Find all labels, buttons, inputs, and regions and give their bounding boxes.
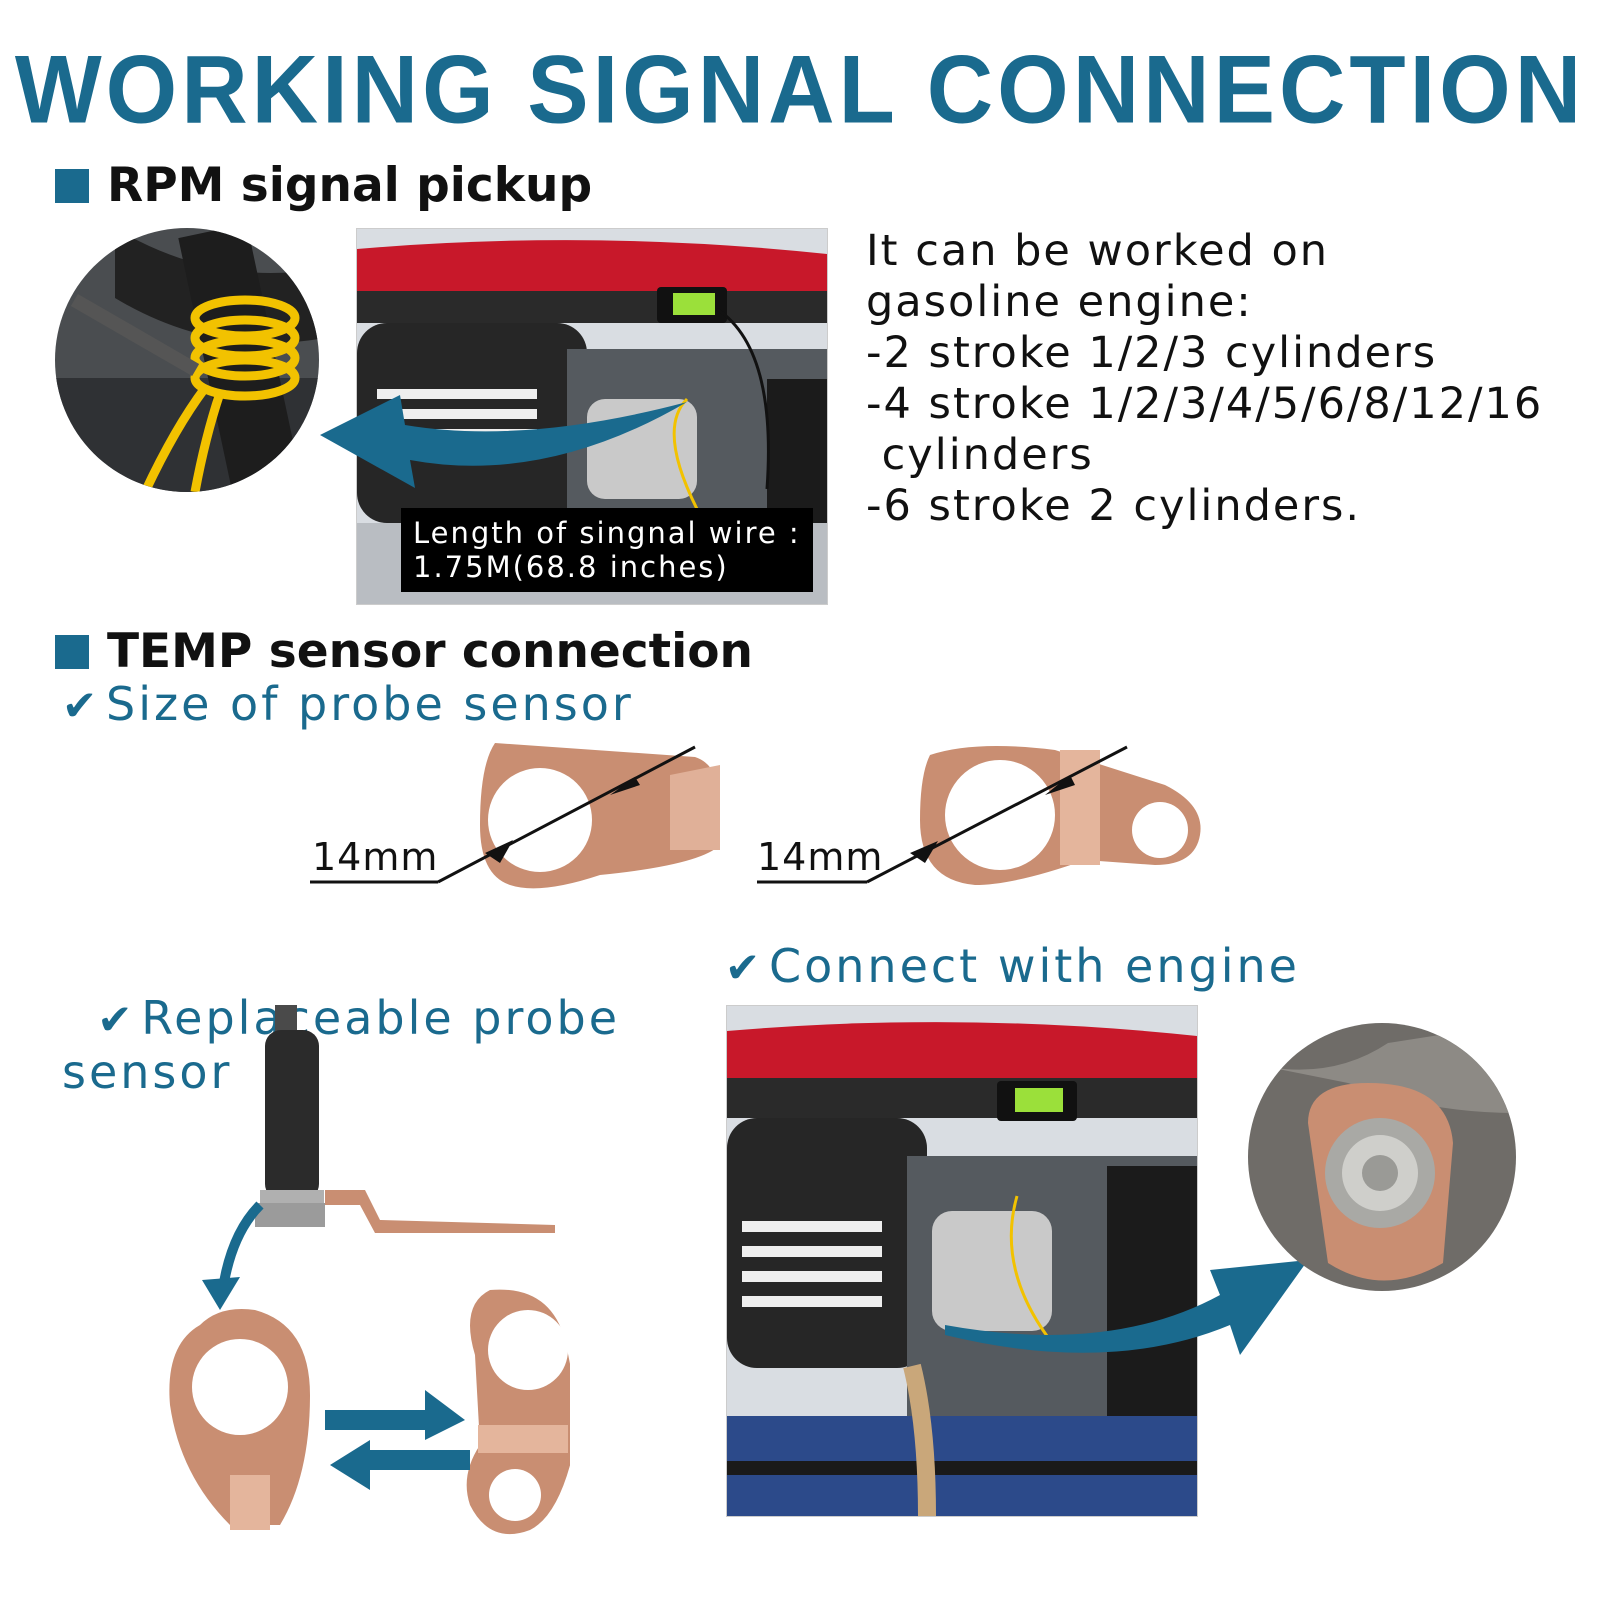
rpm-info-text: It can be worked on gasoline engine: -2 … [866,226,1543,532]
info-line: -2 stroke 1/2/3 cylinders [866,328,1438,378]
size-of-probe-text: Size of probe sensor [106,677,634,731]
dimension-label-left: 14mm [312,835,439,879]
connect-engine-text: Connect with engine [769,939,1300,993]
temp-section-heading: TEMP sensor connection [55,624,753,679]
temp-engine-photo [726,1005,1198,1517]
replaceable-probe-image [169,1005,570,1534]
temp-arrow-icon [945,1260,1308,1355]
info-line: -6 stroke 2 cylinders. [866,481,1362,531]
info-line: cylinders [866,430,1094,480]
size-of-probe-label: ✔Size of probe sensor [62,678,634,732]
rpm-closeup-image [55,228,319,492]
section-bullet-icon [55,168,89,203]
info-line: gasoline engine: [866,277,1253,327]
section-bullet-icon [55,634,89,669]
check-icon: ✔ [725,943,764,992]
rpm-section-heading: RPM signal pickup [55,158,592,213]
swap-arrows-icon [325,1390,470,1490]
check-icon: ✔ [62,681,101,730]
wire-length-label: Length of singnal wire : 1.75M(68.8 inch… [401,508,813,592]
rpm-heading-text: RPM signal pickup [107,158,593,213]
probe-sensor-bent-image [757,745,1201,885]
temp-heading-text: TEMP sensor connection [107,624,753,679]
temp-closeup-image [1248,1023,1516,1295]
info-line: -4 stroke 1/2/3/4/5/6/8/12/16 [866,379,1544,429]
info-line: It can be worked on [866,226,1330,276]
page-title: WORKING SIGNAL CONNECTION [14,36,1586,144]
connect-engine-label: ✔Connect with engine [725,940,1300,994]
check-icon: ✔ [97,995,136,1044]
probe-sensor-flat-image [310,743,720,889]
dimension-label-right: 14mm [757,835,884,879]
rpm-arrow-icon [320,395,687,488]
rpm-engine-photo [356,228,828,605]
